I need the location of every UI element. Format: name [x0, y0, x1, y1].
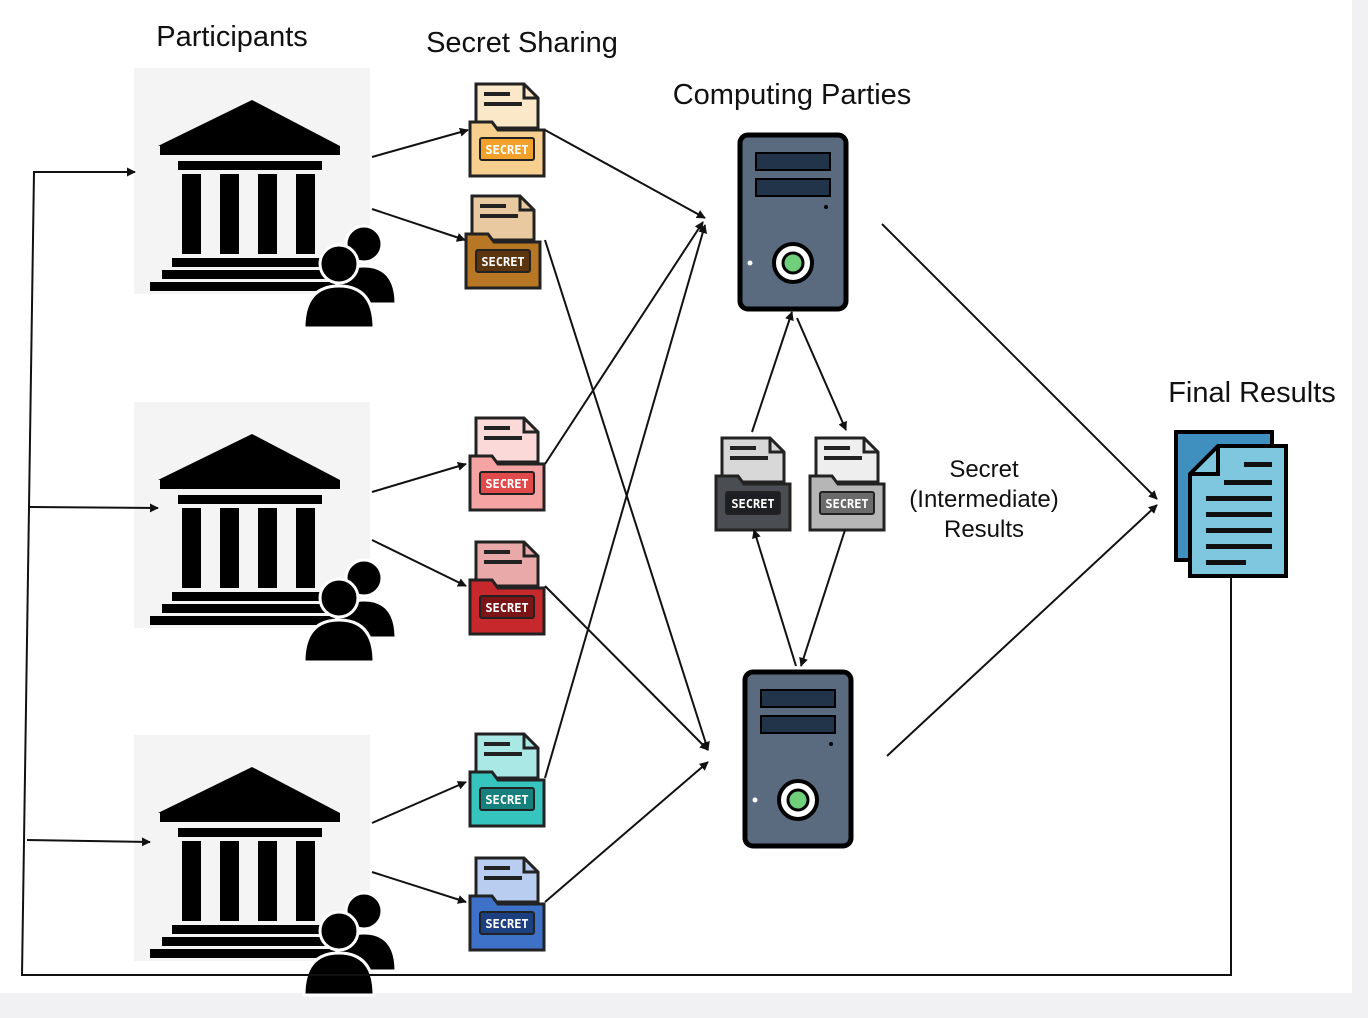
arrow-share-p2b-to-server-2	[544, 585, 709, 751]
feedback-arrow-to-participant-2	[29, 503, 159, 513]
feedback-arrow-to-participant-1	[20, 167, 1232, 976]
arrow-server-2-to-intermediate-a	[752, 529, 797, 667]
arrow-p2-to-share-b	[371, 539, 467, 587]
arrow-p3-to-share-a	[371, 781, 467, 824]
secret-tag-label: SECRET	[485, 143, 528, 157]
arrow-server-2-to-final	[886, 504, 1158, 757]
heading-computing-parties: Computing Parties	[673, 79, 912, 111]
secret-folder-p3-a-icon: SECRET	[468, 732, 546, 828]
intermediate-label-line2: (Intermediate)	[909, 486, 1058, 513]
participant-2-icon	[132, 400, 398, 664]
participant-3-icon	[132, 733, 398, 997]
arrow-share-p3a-to-server-1	[544, 224, 708, 779]
intermediate-label-line1: Secret	[949, 456, 1019, 483]
secret-tag-label: SECRET	[485, 793, 528, 807]
arrow-p1-to-share-a	[371, 127, 469, 158]
secret-tag-label: SECRET	[825, 497, 868, 511]
heading-secret-sharing: Secret Sharing	[426, 27, 618, 59]
heading-participants: Participants	[156, 21, 308, 53]
secret-tag-label: SECRET	[485, 601, 528, 615]
flow-arrows	[20, 127, 1232, 976]
computing-party-2-server-icon	[745, 672, 851, 846]
secret-tag-label: SECRET	[485, 917, 528, 931]
bottom-margin	[0, 993, 1368, 1018]
secret-folder-p3-b-icon: SECRET	[468, 856, 546, 952]
secret-folder-p2-a-icon: SECRET	[468, 416, 546, 512]
arrow-server-1-to-intermediate-b	[796, 317, 847, 431]
computing-party-1-server-icon	[740, 135, 846, 309]
secret-folder-int-a-icon: SECRET	[714, 436, 792, 532]
arrow-share-p1a-to-server-1	[544, 129, 706, 219]
arrow-p3-to-share-b	[371, 871, 467, 904]
secret-folder-p1-b-icon: SECRET	[464, 194, 542, 290]
final-results-document-icon	[1174, 430, 1288, 578]
arrow-server-1-to-final	[881, 223, 1158, 500]
intermediate-label-line3: Results	[944, 516, 1024, 543]
arrow-share-p2a-to-server-1	[544, 221, 704, 465]
right-margin	[1352, 0, 1368, 1018]
arrow-p1-to-share-b	[371, 208, 466, 242]
secret-folder-int-b-icon: SECRET	[808, 436, 886, 532]
secret-folder-p1-a-icon: SECRET	[468, 82, 546, 178]
participant-1-icon	[132, 66, 398, 330]
arrow-share-p3b-to-server-2	[544, 761, 709, 903]
secret-folder-p2-b-icon: SECRET	[468, 540, 546, 636]
arrow-intermediate-b-to-server-2	[799, 529, 846, 667]
secret-share-folders: SECRET SECRET SECRET SECRET SECRET SECRET SECR…	[464, 82, 886, 952]
secret-tag-label: SECRET	[485, 477, 528, 491]
arrow-intermediate-a-to-server-1	[751, 311, 794, 433]
arrow-p2-to-share-a	[371, 461, 467, 493]
secret-tag-label: SECRET	[481, 255, 524, 269]
secret-tag-label: SECRET	[731, 497, 774, 511]
feedback-arrow-to-participant-3	[26, 837, 151, 847]
heading-final-results: Final Results	[1168, 377, 1336, 409]
